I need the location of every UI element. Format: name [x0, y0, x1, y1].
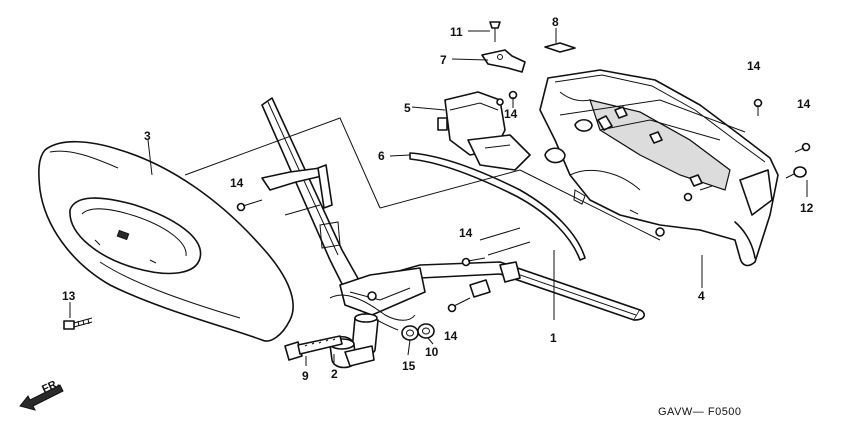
callout-4: 4: [698, 289, 705, 303]
front-arrow-icon: [19, 384, 64, 411]
callout-11: 11: [450, 25, 463, 39]
callout-14-a: 14: [230, 176, 244, 190]
seal-part: [544, 42, 576, 53]
callout-10: 10: [425, 345, 439, 359]
callout-13: 13: [62, 289, 76, 303]
switch-housing-part: [437, 91, 531, 171]
callout-14-f: 14: [797, 97, 811, 111]
nut-part: [417, 323, 435, 339]
callout-14-e: 14: [747, 59, 761, 73]
callout-3: 3: [144, 129, 151, 143]
diagram-code: GAVW— F0500: [658, 406, 742, 418]
callout-2: 2: [331, 367, 338, 381]
leader-lines: [69, 28, 808, 366]
bolt-part: [284, 335, 343, 361]
callout-14-d: 14: [504, 107, 518, 121]
grommet-part: [785, 166, 807, 179]
callout-9: 9: [302, 369, 309, 383]
rear-cover-part: [539, 69, 779, 267]
front-cover-part: [38, 140, 294, 342]
washer-part: [401, 325, 419, 341]
callout-14-b: 14: [459, 226, 473, 240]
callout-5: 5: [404, 101, 411, 115]
handlebar-part: [261, 97, 645, 356]
cable-strip-part: [409, 152, 586, 261]
callout-6: 6: [378, 149, 385, 163]
callout-8: 8: [552, 15, 559, 29]
callout-15: 15: [402, 359, 416, 373]
callout-labels: 1 2 3 4 5 6 7 8 9 10 11 12 13 14 14 14 1…: [62, 15, 814, 383]
screw-part: [236, 90, 811, 313]
screw-top-part: [489, 21, 501, 42]
callout-14-c: 14: [444, 329, 458, 343]
screw-left-part: [63, 317, 93, 330]
bracket-plate-part: [481, 49, 526, 73]
callout-7: 7: [440, 53, 447, 67]
callout-1: 1: [550, 331, 557, 345]
callout-12: 12: [800, 201, 814, 215]
